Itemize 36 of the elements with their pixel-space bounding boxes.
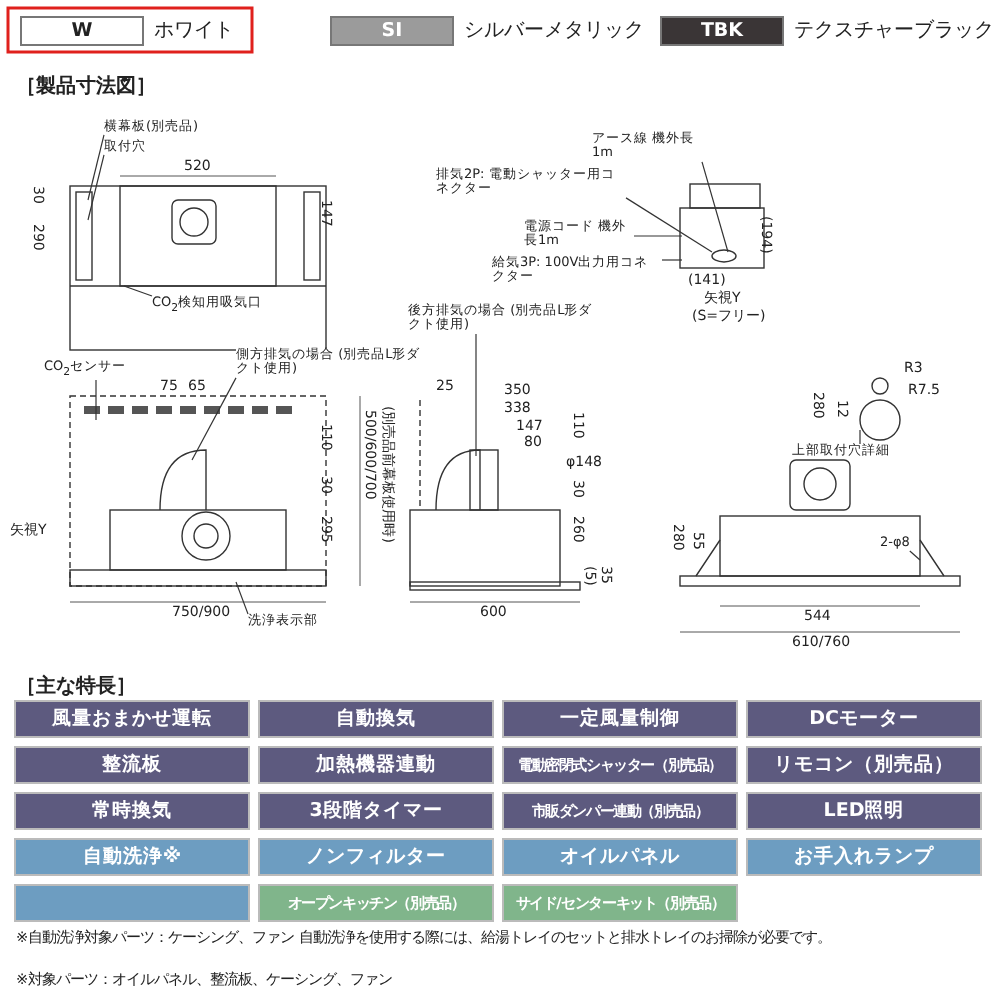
feature-tag: 一定風量制御: [502, 700, 738, 738]
leader-line: [661, 259, 683, 261]
leader-line: [191, 377, 237, 461]
feature-tag: 加熱機器連動: [258, 746, 494, 784]
leader-line: [123, 285, 153, 297]
color-name: テクスチャーブラック: [794, 20, 994, 42]
section-heading: ［製品寸法図］: [16, 76, 156, 98]
mounting-hole-detail-drawing: [859, 377, 901, 441]
feature-tag: 自動換気: [258, 700, 494, 738]
leader-line: [625, 197, 713, 253]
leader-line: [859, 429, 861, 445]
feature-tag: LED照明: [746, 792, 982, 830]
color-swatch: TBK: [660, 16, 784, 46]
feature-tag: ノンフィルター: [258, 838, 494, 876]
color-name: ホワイト: [154, 20, 234, 42]
blank-feature-box: [14, 884, 250, 922]
feature-tag: 3段階タイマー: [258, 792, 494, 830]
color-swatch: W: [20, 16, 144, 46]
leader-line: [909, 550, 921, 561]
feature-tag: 風量おまかせ運転: [14, 700, 250, 738]
feature-tag: 整流板: [14, 746, 250, 784]
feature-tag: リモコン（別売品）: [746, 746, 982, 784]
leader-line: [475, 333, 477, 457]
section-heading: ［主な特長］: [16, 676, 136, 698]
leader-line: [87, 154, 105, 221]
feature-tag: DCモーター: [746, 700, 982, 738]
leader-line: [235, 581, 249, 615]
color-name: シルバーメタリック: [464, 20, 644, 42]
leader-line: [633, 235, 683, 237]
feature-tag: 自動洗浄※: [14, 838, 250, 876]
color-swatch: SI: [330, 16, 454, 46]
feature-tag: 常時換気: [14, 792, 250, 830]
leader-line: [87, 134, 105, 201]
leader-line: [95, 378, 97, 421]
feature-tag: オイルパネル: [502, 838, 738, 876]
feature-tag: お手入れランプ: [746, 838, 982, 876]
